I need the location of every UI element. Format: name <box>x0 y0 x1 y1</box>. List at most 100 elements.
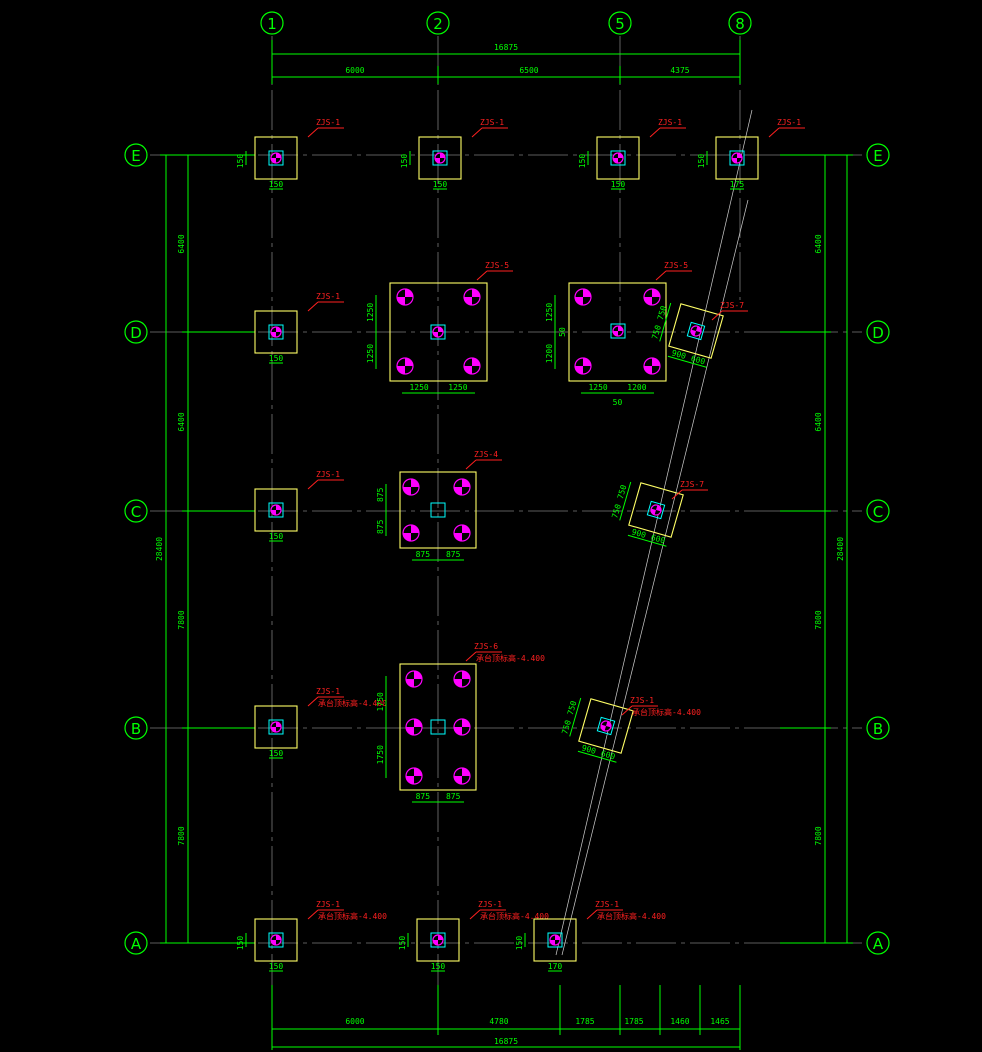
cap-d2-pile-0-fill-b <box>397 297 405 305</box>
left-dimension-chain: 6400 6400 7800 7800 28400 <box>155 154 255 944</box>
cap-tag-a1-label: ZJS-1 <box>316 900 340 909</box>
cap-b1-pile-fill-a <box>276 722 281 727</box>
cap-d5-pile-1-fill-b <box>644 297 652 305</box>
cap-c5-dim-a2: 750 <box>610 503 623 520</box>
cap-b2-pile-3-fill-b <box>454 727 462 735</box>
dim-right-total: 28400 <box>836 537 845 561</box>
cap-c1-dim-bottom: 150 <box>269 532 284 541</box>
cap-tag-c5-leader <box>671 489 683 500</box>
cap-d1-pile-fill-a <box>276 327 281 332</box>
axis-bubble-row-C-right[interactable]: C <box>866 499 890 523</box>
cap-d5-column <box>610 323 626 339</box>
cap-d5-center-pile-fill-b <box>613 331 618 336</box>
cap-b2-pile-5-fill-a <box>462 768 470 776</box>
cap-d8-dim-a2: 750 <box>650 324 663 341</box>
axis-bubble-row-D-left[interactable]: D <box>124 320 148 344</box>
cap-e8-pile-fill-a <box>737 153 742 158</box>
cap-a5-dim-left: 150 <box>515 936 524 951</box>
axis-bubble-row-E-right[interactable]: E <box>866 143 890 167</box>
cap-outline-e1 <box>254 136 298 180</box>
cap-tag-c2-label: ZJS-4 <box>474 450 498 459</box>
cap-outline-c5 <box>628 482 684 538</box>
axis-label-row-A-left: A <box>131 935 142 953</box>
cap-b5-dim-b1: 900 <box>581 743 598 756</box>
axis-bubble-row-B-right[interactable]: B <box>866 716 890 740</box>
cap-b2-pile-1-fill-b <box>454 679 462 687</box>
cap-tag-e5-label: ZJS-1 <box>658 118 682 127</box>
cap-outline-a2 <box>416 918 460 962</box>
cap-b2-pile-2-fill-a <box>414 719 422 727</box>
dim-left-total: 28400 <box>155 537 164 561</box>
dim-bottom-seg-4: 1785 <box>624 1017 643 1026</box>
axis-label-row-D-right: D <box>872 324 884 342</box>
cap-b2-pile-3-fill-a <box>462 719 470 727</box>
cap-b2-pile-2-fill-b <box>406 727 414 735</box>
cap-e1-dim-left: 150 <box>236 154 245 169</box>
axis-bubble-row-C-left[interactable]: C <box>124 499 148 523</box>
cap-tag-group-c5: ZJS-7 <box>671 480 708 500</box>
cap-b2-pile-4-fill-b <box>406 776 414 784</box>
cap-a5-column <box>547 932 563 948</box>
cap-e8-dim-left: 150 <box>697 154 706 169</box>
cap-c2-pile-2-fill-b <box>403 533 411 541</box>
cap-d2-pile-2-fill-a <box>405 358 413 366</box>
axis-bubble-row-E-left[interactable]: E <box>124 143 148 167</box>
cap-b2-pile-0-fill-a <box>414 671 422 679</box>
axis-bubble-col-5[interactable]: 5 <box>608 11 632 35</box>
cap-c2-pile-3-fill-a <box>462 525 470 533</box>
axis-bubble-row-A-right[interactable]: A <box>866 931 890 955</box>
cap-tag-d5-leader <box>655 270 667 281</box>
axis-bubble-row-D-right[interactable]: D <box>866 320 890 344</box>
axis-bubble-col-1[interactable]: 1 <box>260 11 284 35</box>
dim-right-seg-3: 7800 <box>814 610 823 629</box>
axis-bubble-row-B-left[interactable]: B <box>124 716 148 740</box>
axis-bubble-row-A-left[interactable]: A <box>124 931 148 955</box>
cap-a1-pile-fill-b <box>271 940 276 945</box>
cap-d2-pile-1-fill-a <box>472 289 480 297</box>
cap-e1-column <box>268 150 284 166</box>
cap-outline-d1 <box>254 310 298 354</box>
cap-tag-e8-label: ZJS-1 <box>777 118 801 127</box>
dim-top-seg-3: 4375 <box>670 66 689 75</box>
cap-b1-dim-bottom: 150 <box>269 749 284 758</box>
bottom-dimension-chain: 6000 4780 1785 1785 1460 1465 16875 <box>271 985 741 1050</box>
axis-bubble-col-2[interactable]: 2 <box>426 11 450 35</box>
axis-label-row-D-left: D <box>130 324 142 342</box>
cap-outline-b5 <box>578 698 634 754</box>
dim-top-seg-1: 6000 <box>345 66 364 75</box>
cap-e5-column <box>610 150 626 166</box>
cap-c2-dim-v2: 875 <box>376 519 385 534</box>
cap-c5-dim-b2: 600 <box>650 533 667 546</box>
cap-c5-column <box>646 500 666 520</box>
dim-bottom-seg-2: 4780 <box>489 1017 508 1026</box>
cap-e1-pile-fill-a <box>276 153 281 158</box>
cap-e5-dim-bottom: 150 <box>611 180 626 189</box>
cap-c2-pile-0-fill-a <box>411 479 419 487</box>
cap-d8-pile-fill-b <box>691 329 696 336</box>
cap-e2-pile-fill-a <box>440 153 445 158</box>
cap-outline-e2 <box>418 136 462 180</box>
cap-b2-dim-v1: 1750 <box>376 692 385 711</box>
cap-tag-e8-leader <box>768 127 780 138</box>
axis-bubble-col-8[interactable]: 8 <box>728 11 752 35</box>
cap-tag-d1-label: ZJS-1 <box>316 292 340 301</box>
right-dimension-chain: 6400 6400 7800 7800 28400 <box>780 154 853 944</box>
